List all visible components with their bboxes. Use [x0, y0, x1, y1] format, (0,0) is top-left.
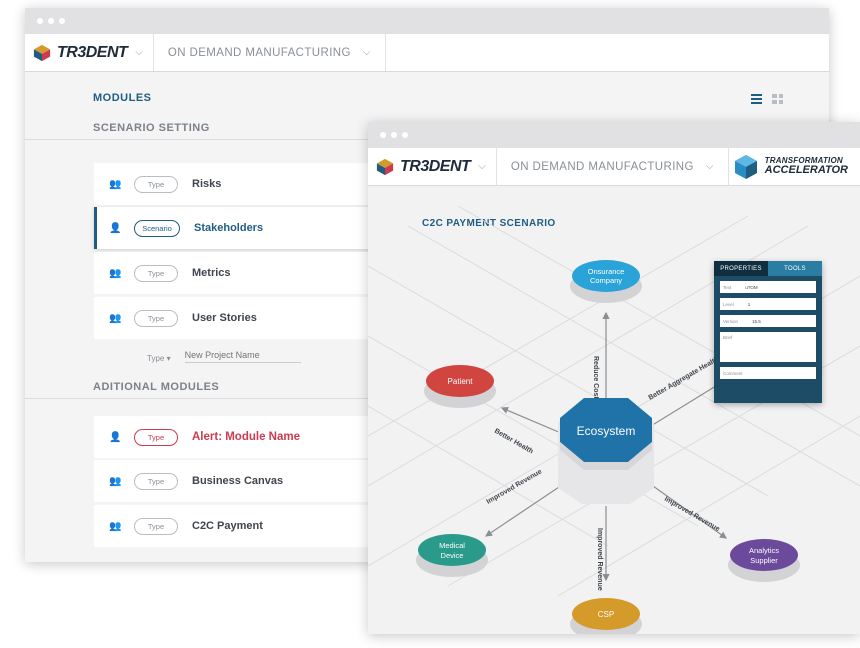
window-dot[interactable]: [380, 132, 386, 138]
group-icon: 👥: [109, 475, 122, 487]
person-icon: 👤: [109, 222, 122, 234]
svg-text:Onsurance: Onsurance: [588, 267, 625, 276]
chevron-down-icon: ⌵: [362, 47, 371, 58]
node-analytics-supplier[interactable]: Analytics Supplier: [728, 539, 800, 582]
project-selector[interactable]: ON DEMAND MANUFACTURING ⌵: [497, 148, 729, 185]
transformation-accelerator-logo: TRANSFORMATION ACCELERATOR: [733, 154, 860, 180]
edge-label: Better Health: [493, 428, 534, 456]
module-label: Alert: Module Name: [192, 431, 300, 443]
module-label: Stakeholders: [194, 222, 264, 234]
app-bar: TR3DENT ⌵ ON DEMAND MANUFACTURING ⌵: [25, 34, 829, 72]
node-onsurance-company[interactable]: Onsurance Company: [570, 260, 642, 303]
brand-line1: TRANSFORMATION: [764, 156, 843, 165]
brand-line2: ACCELERATOR: [764, 164, 848, 176]
module-row-risks[interactable]: 👥 Type Risks: [94, 163, 374, 205]
project-name: ON DEMAND MANUFACTURING: [167, 46, 351, 59]
new-project-input[interactable]: [184, 350, 301, 363]
node-medical-device[interactable]: Medical Device: [416, 534, 488, 577]
type-pill[interactable]: Type: [134, 175, 178, 193]
module-row-stakeholders[interactable]: 👤 Scenario Stakeholders: [94, 207, 374, 249]
trident-cube-icon: [33, 44, 51, 61]
node-patient[interactable]: Patient: [424, 365, 496, 408]
module-label: User Stories: [192, 312, 257, 324]
type-pill[interactable]: Type: [134, 472, 178, 490]
project-selector[interactable]: ON DEMAND MANUFACTURING ⌵: [154, 34, 386, 71]
svg-text:Supplier: Supplier: [750, 556, 778, 565]
window-chrome: [368, 122, 860, 148]
trident-cube-icon: [376, 158, 394, 175]
type-dropdown[interactable]: Type ▾: [147, 354, 171, 363]
chevron-down-icon: ⌵: [135, 47, 143, 58]
svg-text:Patient: Patient: [448, 377, 474, 386]
modules-heading: MODULES: [93, 92, 152, 104]
window-dot[interactable]: [37, 18, 43, 24]
type-pill[interactable]: Type: [134, 264, 178, 282]
chevron-down-icon: ⌵: [478, 161, 486, 172]
grid-view-icon[interactable]: [772, 94, 783, 104]
module-row-c2c-payment[interactable]: 👥 Type C2C Payment: [94, 505, 374, 547]
new-project-row: Type ▾: [147, 350, 301, 363]
window-chrome: [25, 8, 829, 34]
module-label: Business Canvas: [192, 475, 284, 487]
module-row-user-stories[interactable]: 👥 Type User Stories: [94, 297, 374, 339]
edge-label: Better Aggregate Health: [648, 356, 721, 402]
group-icon: 👥: [109, 267, 122, 279]
svg-text:Company: Company: [590, 276, 622, 285]
edge-arrows: [485, 311, 727, 582]
app-bar: TR3DENT ⌵ ON DEMAND MANUFACTURING ⌵ TRAN…: [368, 148, 860, 186]
module-label: C2C Payment: [192, 520, 263, 532]
tab-tools[interactable]: TOOLS: [768, 261, 822, 276]
type-pill[interactable]: Type: [134, 428, 178, 446]
module-label: Metrics: [192, 267, 231, 279]
edge-label: Improved Revenue: [663, 496, 721, 533]
module-row-alert[interactable]: 👤 Type Alert: Module Name: [94, 416, 374, 458]
window-dot[interactable]: [59, 18, 65, 24]
app-logo-text: TR3DENT: [57, 43, 128, 61]
group-icon: 👥: [109, 178, 122, 190]
svg-text:CSP: CSP: [598, 610, 614, 619]
tab-properties[interactable]: PROPERTIES: [714, 261, 768, 276]
brief-field[interactable]: Brief: [720, 332, 816, 362]
hexagon-logo-icon: [734, 154, 757, 179]
svg-text:Device: Device: [441, 551, 464, 560]
app-logo-menu[interactable]: TR3DENT ⌵: [368, 148, 497, 185]
project-name: ON DEMAND MANUFACTURING: [510, 160, 694, 173]
app-logo-menu[interactable]: TR3DENT ⌵: [25, 34, 154, 71]
app-logo-text: TR3DENT: [400, 157, 471, 175]
module-row-business-canvas[interactable]: 👥 Type Business Canvas: [94, 460, 374, 502]
edge-label: Improved Revenue: [486, 468, 544, 505]
person-icon: 👤: [109, 431, 122, 443]
edge-label: Reduce Cost: [592, 356, 599, 399]
scenario-setting-heading: SCENARIO SETTING: [93, 122, 210, 134]
chevron-down-icon: ⌵: [705, 161, 714, 172]
type-pill[interactable]: Type: [134, 517, 178, 535]
ecosystem-node[interactable]: Ecosystem: [558, 390, 654, 504]
group-icon: 👥: [109, 312, 122, 324]
ecosystem-label: Ecosystem: [577, 424, 636, 438]
group-icon: 👥: [109, 520, 122, 532]
module-row-metrics[interactable]: 👥 Type Metrics: [94, 252, 374, 294]
scenario-window: TR3DENT ⌵ ON DEMAND MANUFACTURING ⌵ TRAN…: [368, 122, 860, 634]
svg-text:Medical: Medical: [439, 541, 465, 550]
window-dot[interactable]: [391, 132, 397, 138]
scenario-pill[interactable]: Scenario: [134, 219, 180, 237]
svg-text:Analytics: Analytics: [749, 546, 779, 555]
window-dot[interactable]: [48, 18, 54, 24]
type-pill[interactable]: Type: [134, 309, 178, 327]
view-toggle: [751, 94, 783, 104]
comment-field[interactable]: Comment: [720, 367, 816, 379]
window-dot[interactable]: [402, 132, 408, 138]
node-csp[interactable]: CSP: [570, 598, 642, 634]
additional-modules-heading: ADITIONAL MODULES: [93, 381, 220, 393]
edge-label: Improved Revenue: [596, 528, 603, 591]
module-label: Risks: [192, 178, 222, 190]
list-view-icon[interactable]: [751, 94, 762, 104]
ecosystem-diagram: Reduce Cost Better Aggregate Health Bett…: [368, 205, 860, 634]
